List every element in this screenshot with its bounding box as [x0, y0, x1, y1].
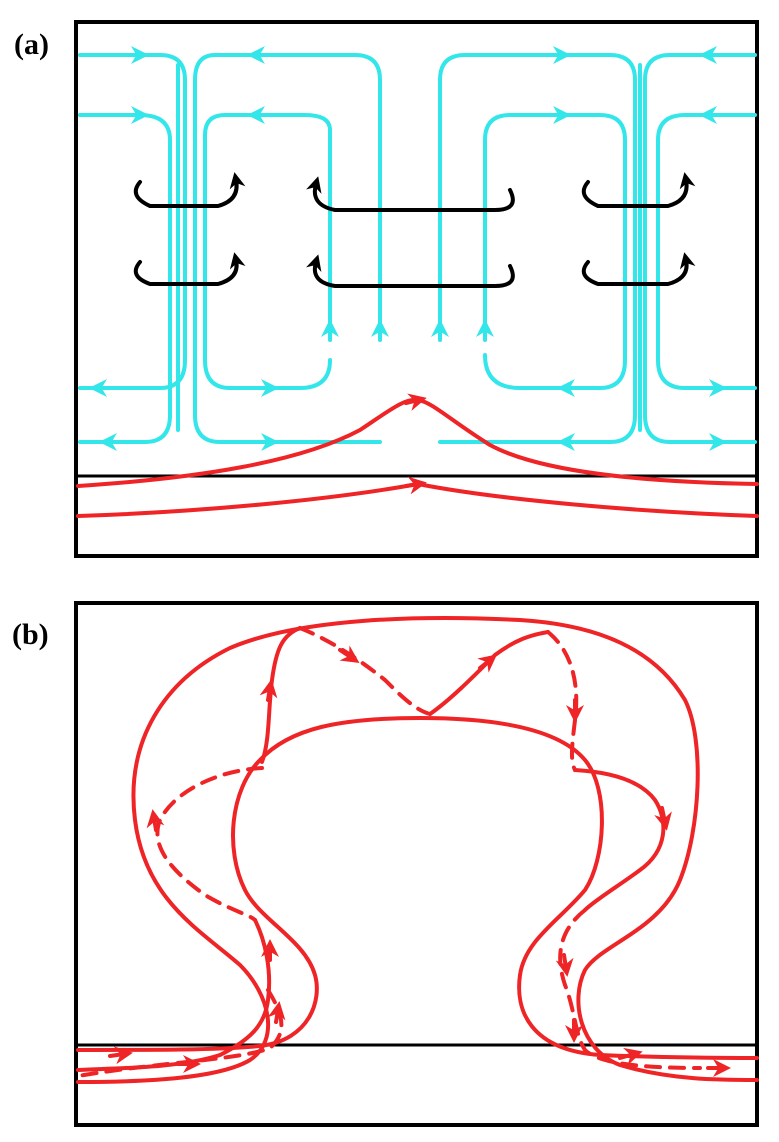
red-dashed-connector — [546, 630, 579, 772]
rotation-arrow — [581, 172, 696, 208]
cyan-line — [483, 113, 627, 390]
rotation-arrow — [133, 252, 246, 286]
red-inner-loop — [76, 716, 759, 1060]
panel-b — [74, 601, 759, 1127]
cyan-arrowheads — [89, 46, 727, 451]
red-arrow — [404, 476, 427, 495]
red-arrowheads-b — [108, 645, 731, 1077]
cyan-line — [438, 53, 637, 444]
panel-a-frame — [74, 20, 759, 558]
red-connector — [573, 768, 666, 912]
red-arrow — [555, 953, 574, 977]
red-outer-loop — [76, 616, 759, 1084]
cyan-field-lines — [78, 53, 757, 444]
red-dashed-connector — [155, 766, 264, 922]
red-arrow — [404, 393, 427, 411]
rotation-arrow — [306, 254, 515, 288]
cyan-line — [78, 113, 172, 444]
rotation-arrow — [133, 172, 246, 208]
rotation-arrows — [133, 172, 696, 288]
red-field-lines-a — [76, 393, 759, 518]
red-arrow — [654, 806, 672, 831]
cyan-line — [643, 53, 757, 444]
panel-b-frame — [74, 601, 759, 1127]
red-arrow — [108, 1046, 133, 1065]
panel-a — [74, 20, 759, 558]
cyan-line — [656, 113, 757, 390]
red-line — [76, 482, 759, 518]
cyan-line — [203, 113, 332, 390]
red-arrow — [146, 809, 165, 832]
red-arrow — [338, 645, 360, 663]
red-arrow — [259, 679, 278, 702]
red-arrow — [477, 654, 498, 673]
panel-label-a: (a) — [14, 28, 49, 61]
red-arrow — [267, 1001, 286, 1024]
red-connector — [428, 630, 550, 716]
panel-label-b: (b) — [12, 618, 49, 651]
cyan-line — [193, 53, 382, 444]
red-arrow — [618, 1047, 643, 1066]
rotation-arrow — [581, 252, 696, 286]
rotation-arrow — [306, 176, 515, 212]
red-dashed-connector — [298, 626, 432, 716]
